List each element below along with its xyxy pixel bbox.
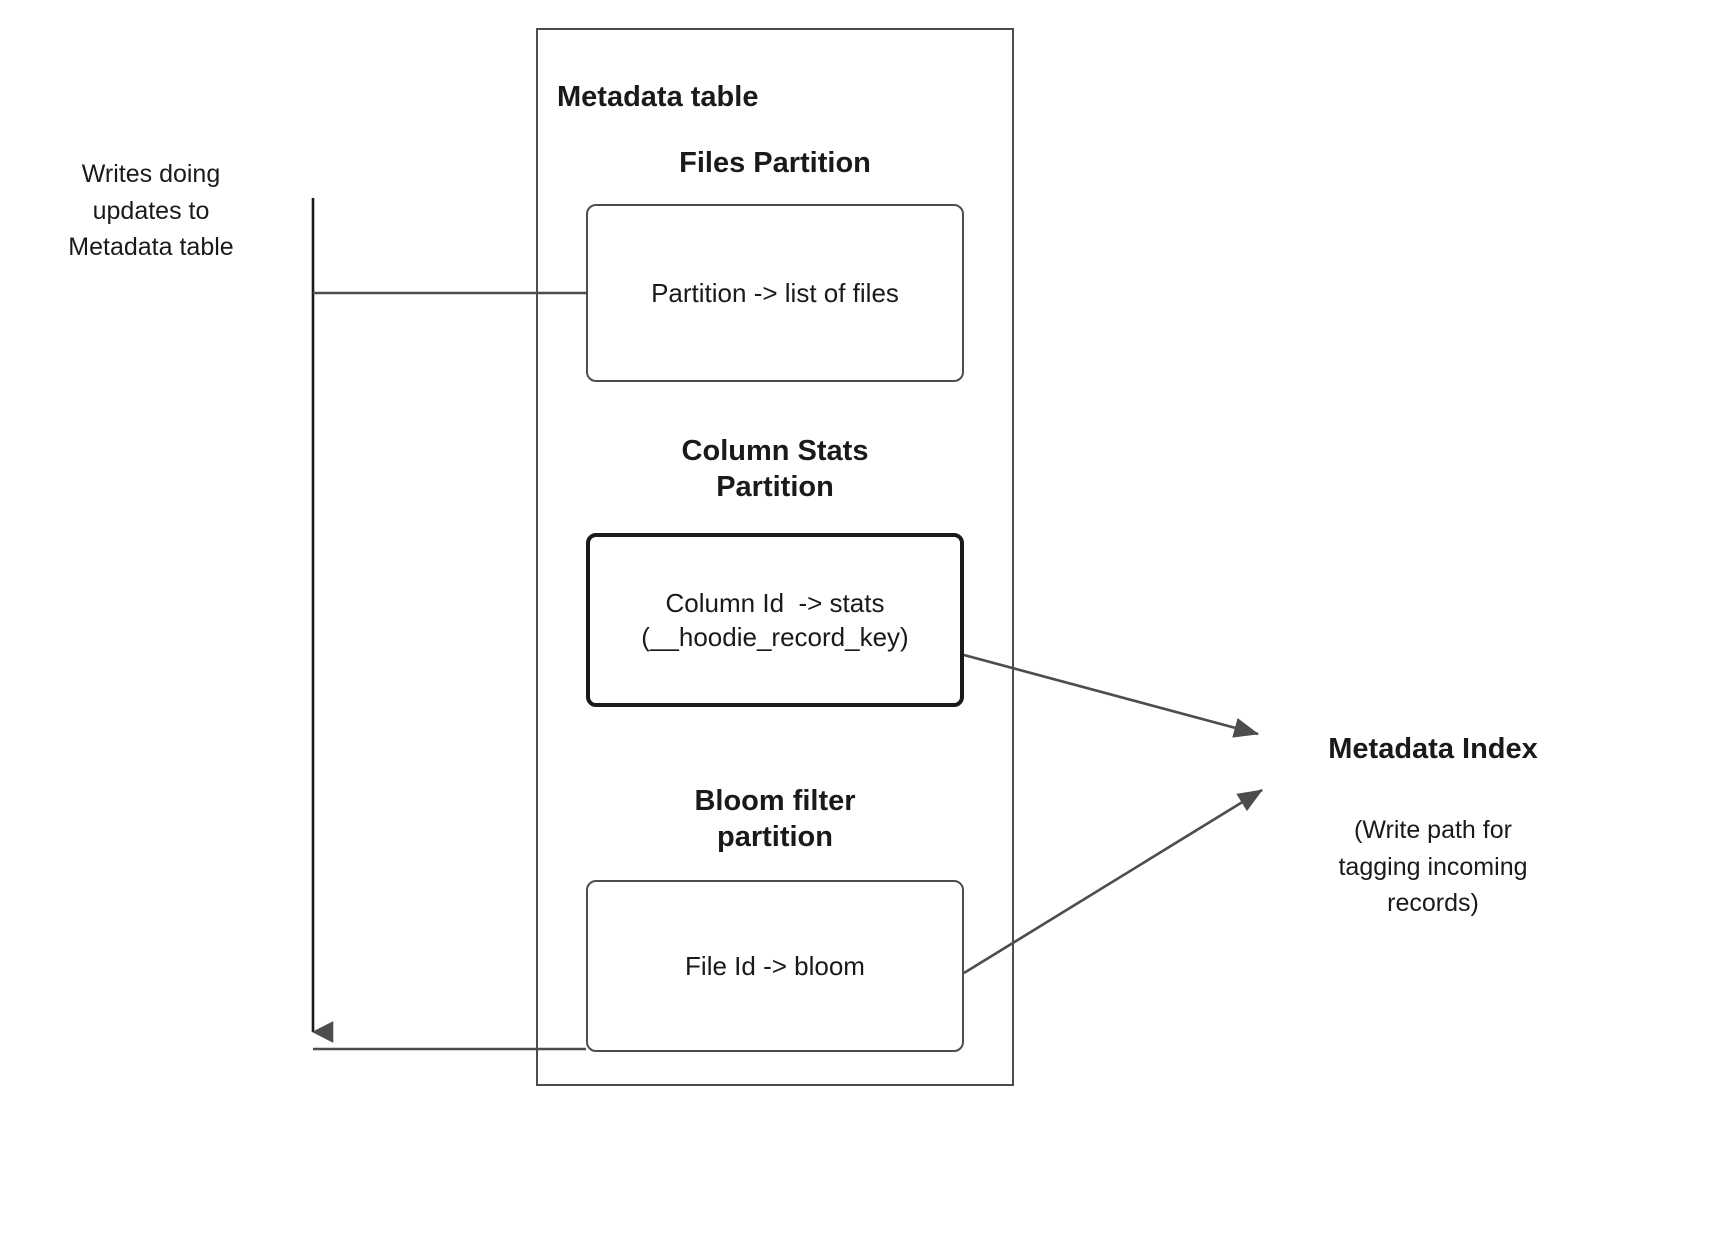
metadata-index-title: Metadata Index	[1328, 733, 1538, 765]
files-partition-box: Partition -> list of files	[586, 204, 964, 382]
bloom-filter-box-line-1: File Id -> bloom	[685, 950, 865, 981]
column-stats-box-line-2: (__hoodie_record_key)	[641, 622, 909, 652]
metadata-table-title: Metadata table	[557, 81, 759, 113]
writes-doing-updates-caption: Writes doing updates to Metadata table	[68, 160, 234, 261]
metadata-table-container	[536, 28, 1014, 1086]
column-stats-box-line-1: Column Id -> stats	[665, 587, 885, 618]
metadata-index-note: (Write path for tagging incoming records…	[1338, 816, 1528, 917]
bloom-filter-partition-heading: Bloom filter partition	[694, 785, 856, 853]
bloom-filter-partition-box: File Id -> bloom	[586, 880, 964, 1052]
column-stats-partition-box: Column Id -> stats (__hoodie_record_key)	[586, 533, 964, 707]
column-stats-partition-heading: Column Stats Partition	[681, 435, 869, 503]
files-partition-box-line-1: Partition -> list of files	[651, 277, 899, 308]
files-partition-heading: Files Partition	[679, 147, 871, 179]
